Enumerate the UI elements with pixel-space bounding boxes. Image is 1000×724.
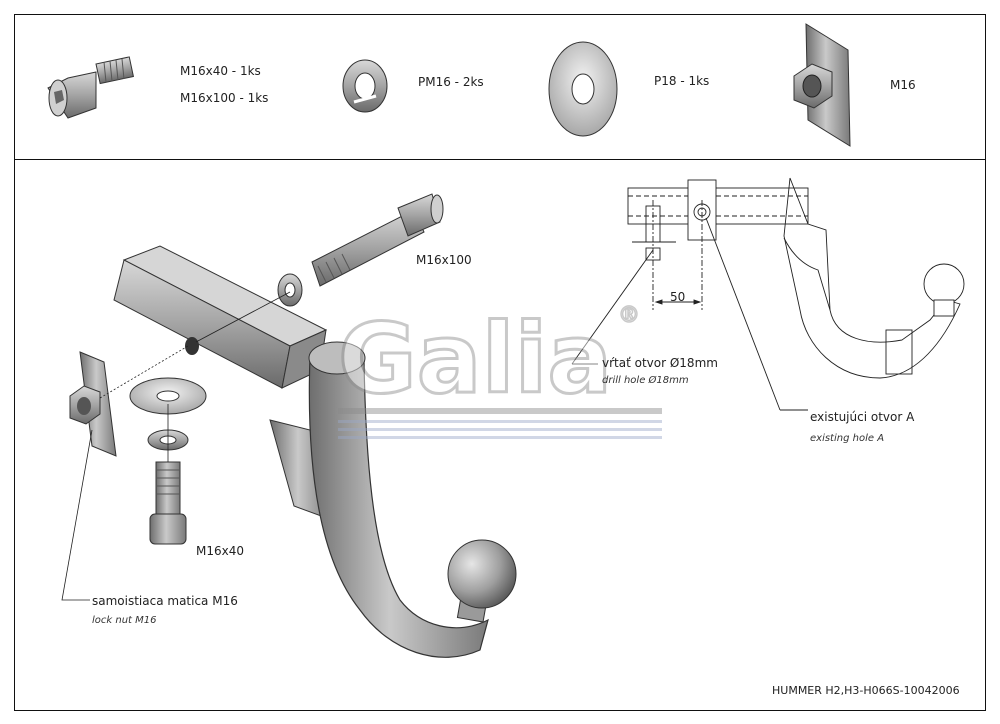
assembly-axis-lines bbox=[61, 291, 291, 601]
callout-lock-nut: samoistiaca matica M16 bbox=[92, 594, 238, 608]
part-label-bolt-2: M16x100 - 1ks bbox=[180, 91, 269, 105]
part-label-bolt-1: M16x40 - 1ks bbox=[180, 64, 261, 78]
nut-plate-icon bbox=[793, 23, 851, 147]
callout-long-bolt: M16x100 bbox=[416, 253, 472, 267]
side-view-detail bbox=[571, 177, 965, 411]
part-label-flat-washer: P18 - 1ks bbox=[654, 74, 710, 88]
parts-list-frame bbox=[14, 14, 986, 160]
short-bolt bbox=[149, 461, 187, 545]
logo-mark: ® bbox=[618, 303, 640, 328]
logo-text: Galia bbox=[338, 303, 612, 415]
spring-washer-icon bbox=[342, 59, 388, 113]
flat-washer-icon bbox=[548, 41, 618, 137]
galia-logo: Galia ® bbox=[337, 302, 662, 439]
tow-bar-crossbar bbox=[113, 245, 328, 389]
assembly-frame bbox=[14, 159, 986, 711]
flat-washer-lower bbox=[129, 377, 207, 415]
callout-short-bolt: M16x40 bbox=[196, 544, 244, 558]
bolt-icon bbox=[47, 56, 135, 119]
callout-existing-hole-en: existing hole A bbox=[810, 433, 885, 444]
part-label-nut: M16 bbox=[890, 78, 916, 92]
part-label-spring-washer: PM16 - 2ks bbox=[418, 75, 484, 89]
drawing-code: HUMMER H2,H3-H066S-10042006 bbox=[772, 684, 960, 697]
callout-lock-nut-en: lock nut M16 bbox=[92, 615, 157, 626]
dimension-label: 50 bbox=[670, 290, 686, 304]
callout-drill-hole: vŕtať otvor Ø18mm bbox=[602, 356, 718, 370]
long-bolt bbox=[311, 193, 444, 287]
tow-ball bbox=[447, 539, 517, 609]
lock-nut-plate bbox=[69, 351, 117, 457]
spring-washer-upper bbox=[277, 273, 303, 307]
callout-drill-hole-en: drill hole Ø18mm bbox=[602, 375, 689, 386]
callout-existing-hole: existujúci otvor A bbox=[810, 410, 915, 424]
